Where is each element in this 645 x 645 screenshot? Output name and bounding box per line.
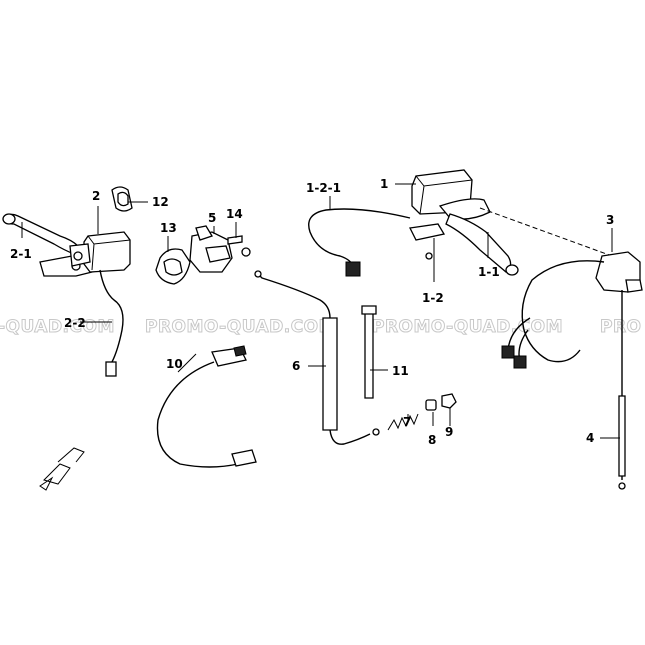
left-switch-connector bbox=[105, 361, 117, 377]
callout-2-2: 2-2 bbox=[64, 316, 86, 330]
right-brake-lever bbox=[445, 213, 519, 276]
callout-4: 4 bbox=[586, 431, 594, 445]
callout-13: 13 bbox=[160, 221, 177, 235]
throttle-cable-6 bbox=[254, 270, 380, 445]
callout-1-1: 1-1 bbox=[478, 265, 500, 279]
stop-switch-10 bbox=[156, 345, 257, 468]
direction-arrow-icon bbox=[39, 447, 85, 491]
left-master-cylinder bbox=[69, 231, 131, 273]
brake-switch-1-2 bbox=[409, 223, 446, 241]
callout-11: 11 bbox=[392, 364, 409, 378]
callout-2-1: 2-1 bbox=[10, 247, 32, 261]
callout-3: 3 bbox=[606, 213, 614, 227]
right-switch-housing-3 bbox=[501, 251, 643, 369]
callout-1-2: 1-2 bbox=[422, 291, 444, 305]
leader-lines bbox=[21, 183, 620, 439]
adjuster-rod-11 bbox=[361, 305, 377, 399]
bushing-8 bbox=[425, 399, 437, 411]
left-switch-cable bbox=[99, 269, 124, 363]
callout-2: 2 bbox=[92, 189, 100, 203]
right-master-cylinder bbox=[411, 169, 491, 220]
callout-14: 14 bbox=[226, 207, 243, 221]
watermark: -QUAD.COM PROMO-QUAD.COM PROMO-QUAD.COM … bbox=[0, 317, 642, 338]
screws-14 bbox=[227, 235, 251, 257]
callout-6: 6 bbox=[292, 359, 300, 373]
spring-7 bbox=[387, 413, 419, 431]
callout-labels: 1 1-1 1-2 1-2-1 2 2-1 2-2 3 4 5 6 7 8 9 … bbox=[10, 177, 614, 447]
brake-switch-cable-1-2-1 bbox=[308, 208, 411, 277]
watermark-text-1: -QUAD.COM bbox=[0, 317, 115, 337]
callout-10: 10 bbox=[166, 357, 183, 371]
callout-1: 1 bbox=[380, 177, 388, 191]
cable-4 bbox=[618, 290, 626, 490]
callout-12: 12 bbox=[152, 195, 169, 209]
nut-9 bbox=[441, 393, 457, 409]
callout-8: 8 bbox=[428, 433, 436, 447]
clamp-12 bbox=[111, 186, 133, 212]
callout-7: 7 bbox=[403, 415, 411, 429]
callout-1-2-1: 1-2-1 bbox=[306, 181, 341, 195]
watermark-text-2: PROMO-QUAD.COM bbox=[145, 317, 336, 337]
watermark-text-3: PROMO-QUAD.COM bbox=[372, 317, 563, 337]
watermark-text-4: PRO bbox=[600, 317, 642, 337]
callout-5: 5 bbox=[208, 211, 216, 225]
throttle-housing bbox=[189, 225, 233, 273]
callout-9: 9 bbox=[445, 425, 453, 439]
